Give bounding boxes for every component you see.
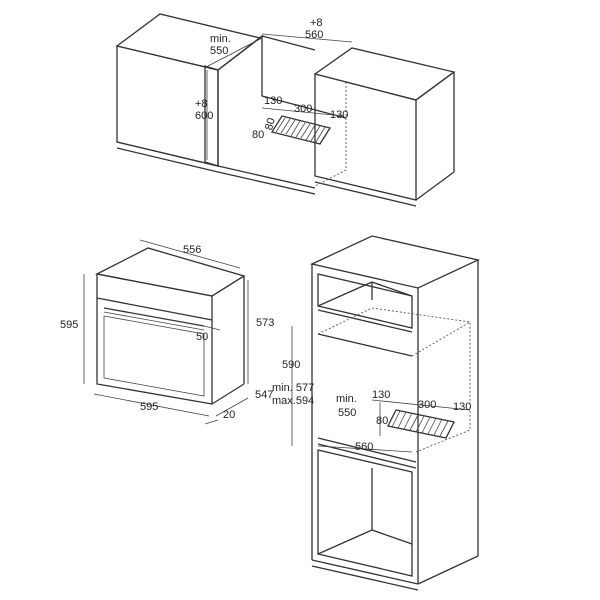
oven-panel: 50 [196, 331, 208, 343]
top-vent-depth: 80 [252, 129, 264, 141]
tall-vent-left: 130 [372, 389, 390, 401]
oven-front [96, 273, 213, 405]
oven-depth: 547 [255, 389, 273, 401]
top-width-plus: +8 [310, 17, 323, 29]
tall-depth-value: 550 [338, 407, 356, 419]
tall-height-value: 590 [282, 359, 300, 371]
top-width-value: 560 [305, 29, 323, 41]
left-cabinet-top [115, 13, 262, 71]
right-cabinet-front [314, 73, 417, 201]
oven-width: 595 [140, 401, 158, 413]
oven-top-width: 556 [183, 244, 201, 256]
tall-vent-cutout [387, 409, 455, 439]
tall-height-max: max.594 [272, 395, 314, 407]
top-vent-height: 80 [263, 117, 278, 132]
top-vent-mid: 300 [294, 103, 312, 115]
top-height-plus: +8 [195, 98, 208, 110]
top-height-value: 600 [195, 110, 213, 122]
tall-width-value: 560 [355, 441, 373, 453]
tall-depth-min-label: min. [336, 393, 357, 405]
oven-door: 20 [223, 409, 235, 421]
oven-top [95, 247, 246, 297]
oven-height: 595 [60, 319, 78, 331]
oven-inner-height: 573 [256, 317, 274, 329]
tall-cabinet-top [310, 235, 480, 289]
tall-vent-right: 130 [453, 401, 471, 413]
tall-vent-height: 80 [376, 415, 388, 427]
top-depth-min-label: min. [210, 33, 231, 45]
top-installation-drawing: min. 550 +8 560 +8 600 130 300 130 80 80 [115, 13, 456, 207]
top-depth-value: 550 [210, 45, 228, 57]
top-vent-right: 130 [330, 109, 348, 121]
vent-cutout [270, 115, 332, 145]
tall-cabinet-drawing: 590 min. 577 max.594 min. 550 560 130 30… [272, 235, 480, 591]
top-vent-left: 130 [264, 95, 282, 107]
tall-vent-mid: 300 [418, 399, 436, 411]
tall-height-min: min. 577 [272, 382, 314, 394]
oven-drawing: 556 595 573 50 595 547 20 [60, 239, 274, 425]
